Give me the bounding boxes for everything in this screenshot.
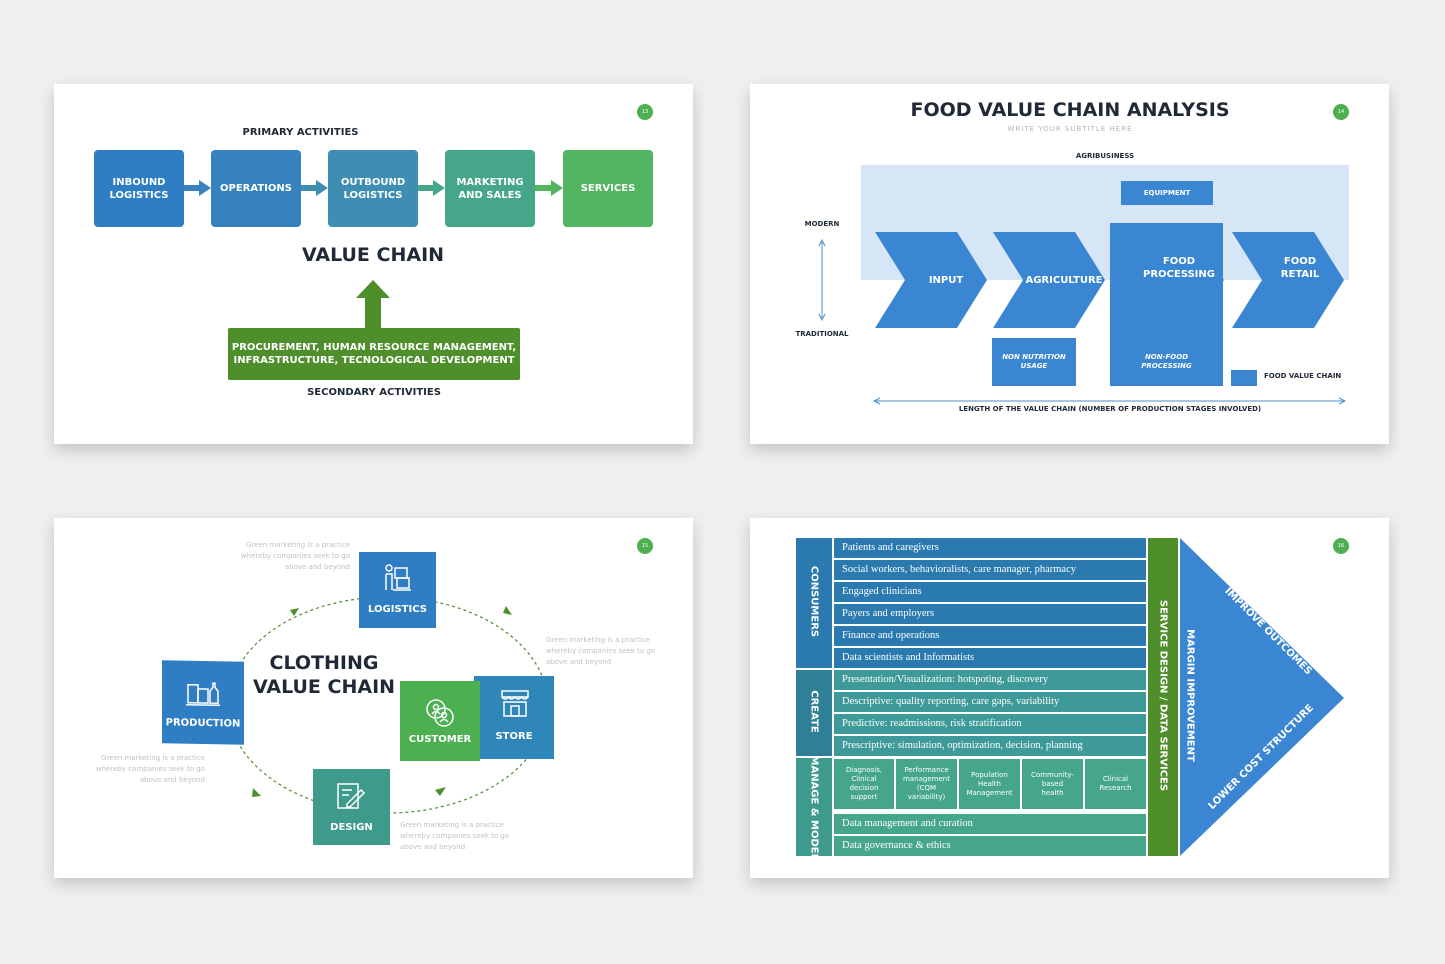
modern-label: MODERN	[804, 220, 840, 228]
production-icon	[186, 682, 220, 707]
manage-cell: Community- based health	[1022, 759, 1083, 809]
outbound-logistics-box: OUTBOUND LOGISTICS	[328, 150, 418, 227]
design-label: DESIGN	[330, 822, 373, 833]
agribusiness-label: AGRIBUSINESS	[1075, 152, 1135, 160]
legend-label: FOOD VALUE CHAIN	[1264, 372, 1342, 380]
manage-cell: Clinical Research	[1085, 759, 1146, 809]
store-icon	[501, 690, 529, 717]
marketing-sales-box: MARKETING AND SALES	[445, 150, 535, 227]
food-processing-label: FOOD PROCESSING	[1143, 256, 1215, 280]
flow-arrow	[184, 180, 211, 196]
note-top: Green marketing is a practice whereby co…	[240, 541, 350, 571]
flow-arrow	[301, 180, 328, 196]
consumer-row: Data scientists and Informatists	[834, 648, 1146, 668]
logistics-icon	[385, 564, 411, 591]
logistics-tile: LOGISTICS	[359, 552, 436, 628]
consumer-row: Social workers, behavioralists, care man…	[834, 560, 1146, 580]
manage-cell: Population Health Management	[959, 759, 1020, 809]
horizontal-axis	[872, 397, 1347, 405]
up-arrow	[356, 280, 390, 330]
logistics-label: LOGISTICS	[368, 604, 427, 615]
slide-healthcare-value-chain[interactable]: 16 CONSUMERS CREATE MANAGE & MODEL Patie…	[750, 518, 1389, 878]
operations-box: OPERATIONS	[211, 150, 301, 227]
manage-cell: Diagnosis, Clinical decision support	[834, 759, 894, 809]
x-axis-label: LENGTH OF THE VALUE CHAIN (NUMBER OF PRO…	[958, 405, 1262, 413]
page-title: FOOD VALUE CHAIN ANALYSIS	[910, 99, 1230, 121]
vertical-axis	[818, 238, 826, 322]
design-tile: DESIGN	[313, 769, 390, 845]
input-label: INPUT	[928, 274, 964, 286]
traditional-label: TRADITIONAL	[795, 330, 849, 338]
legend-swatch	[1231, 370, 1257, 386]
primary-flow-arrows	[184, 180, 563, 330]
flow-arrow	[418, 180, 445, 196]
equipment-label: EQUIPMENT	[1143, 189, 1191, 197]
manage-row: Data management and curation	[834, 814, 1146, 834]
consumer-row: Engaged clinicians	[834, 582, 1146, 602]
agriculture-label: AGRICULTURE	[1025, 274, 1103, 286]
create-row: Predictive: readmissions, risk stratific…	[834, 714, 1146, 734]
page-number-badge: 16	[1333, 538, 1349, 554]
page-subtitle: WRITE YOUR SUBTITLE HERE	[1007, 125, 1133, 133]
chevron-agriculture	[993, 232, 1105, 328]
customer-tile: CUSTOMER	[400, 681, 480, 761]
chevron-input	[875, 232, 987, 328]
store-tile: STORE	[474, 676, 554, 759]
note-right: Green marketing is a practice whereby co…	[546, 636, 656, 666]
outcome-triangle	[1180, 538, 1344, 856]
slide-clothing-value-chain[interactable]: 15 Green marketing is a practice whereby…	[54, 518, 693, 878]
non-food-processing-label: NON-FOOD PROCESSING	[1141, 353, 1192, 370]
cycle-arrowhead	[252, 606, 512, 797]
service-design-column	[1148, 538, 1178, 856]
services-box: SERVICES	[563, 150, 653, 227]
secondary-activities-title: SECONDARY ACTIVITIES	[307, 387, 441, 398]
production-label: PRODUCTION	[165, 717, 241, 730]
design-icon	[337, 783, 366, 809]
manage-group	[796, 758, 832, 856]
create-row: Presentation/Visualization: hotspoting, …	[834, 670, 1146, 690]
slide-food-value-chain[interactable]: 14 FOOD VALUE CHAIN ANALYSIS WRITE YOUR …	[750, 84, 1389, 444]
create-group	[796, 670, 832, 756]
value-chain-title: VALUE CHAIN	[301, 244, 445, 266]
production-tile: PRODUCTION	[162, 660, 244, 745]
inbound-logistics-box: INBOUND LOGISTICS	[94, 150, 184, 227]
page-number-badge: 13	[637, 104, 653, 120]
note-left: Green marketing is a practice whereby co…	[95, 754, 205, 784]
non-nutrition-label: NON NUTRITION USAGE	[1002, 353, 1066, 370]
food-chain-diagram	[818, 165, 1349, 405]
equipment-box	[1121, 181, 1213, 205]
chevron-food-retail	[1232, 232, 1344, 328]
create-row: Prescriptive: simulation, optimization, …	[834, 736, 1146, 756]
note-bottom: Green marketing is a practice whereby co…	[400, 821, 510, 851]
non-nutrition-box	[992, 338, 1076, 386]
page-number-badge: 15	[637, 538, 653, 554]
flow-arrow	[535, 180, 563, 196]
slide-value-chain[interactable]: 13 PRIMARY ACTIVITIES INBOUND LOGISTICS …	[54, 84, 693, 444]
chevron-food-processing	[1112, 232, 1224, 328]
page-number-badge: 14	[1333, 104, 1349, 120]
consumer-row: Patients and caregivers	[834, 538, 1146, 558]
primary-activities-title: PRIMARY ACTIVITIES	[242, 127, 359, 138]
consumers-group	[796, 538, 832, 668]
store-label: STORE	[495, 731, 533, 742]
clothing-title: CLOTHING VALUE CHAIN	[252, 652, 396, 698]
consumer-row: Finance and operations	[834, 626, 1146, 646]
create-row: Descriptive: quality reporting, care gap…	[834, 692, 1146, 712]
manage-row: Data governance & ethics	[834, 836, 1146, 856]
customer-label: CUSTOMER	[408, 734, 472, 745]
customer-icon	[426, 699, 454, 727]
manage-cell: Performance management (CQM variability)	[896, 759, 957, 809]
food-retail-label: FOOD RETAIL	[1280, 256, 1320, 280]
margin-improvement-label: MARGIN IMPROVEMENT	[1184, 629, 1196, 762]
secondary-activities-box: PROCUREMENT, HUMAN RESOURCE MANAGEMENT, …	[228, 328, 520, 380]
consumer-row: Payers and employers	[834, 604, 1146, 624]
